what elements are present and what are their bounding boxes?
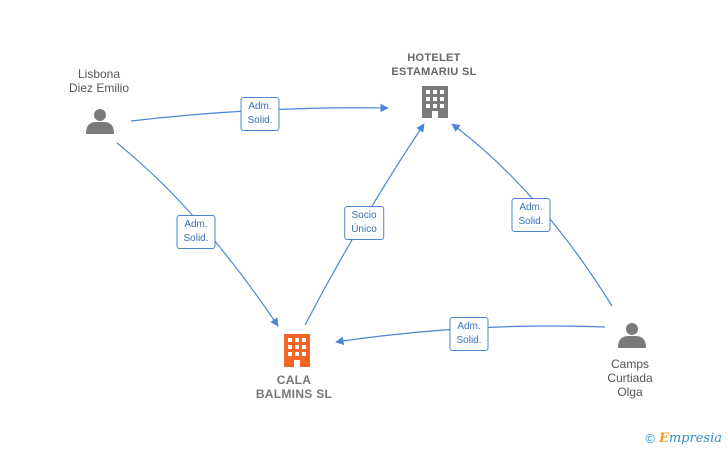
node-name-line: Diez Emilio [68,81,130,95]
copyright-icon: © [645,431,655,446]
edge-label-camps-cala[interactable]: Adm. Solid. [449,317,489,351]
edge-label-camps-hotelet[interactable]: Adm. Solid. [511,198,551,232]
edge-label-line: Solid. [247,115,273,126]
edge-label-lisbona-cala[interactable]: Adm. Solid. [176,215,216,249]
brand-name: mpresia [668,431,722,446]
edge-label-line: Adm. [519,202,543,213]
edge-label-lisbona-hotelet[interactable]: Adm. Solid. [240,97,280,131]
empresia-watermark[interactable]: © Empresia [645,431,722,446]
building-icon-highlighted[interactable] [284,334,310,367]
edge-label-line: Solid. [456,335,482,346]
node-label-lisbona[interactable]: Lisbona Diez Emilio [69,67,129,95]
node-name-line: Curtiada [607,371,653,385]
edge-label-line: Adm. [184,219,208,230]
edge-label-line: Adm. [457,321,481,332]
node-name-line: HOTELET [407,52,461,64]
node-label-camps[interactable]: Camps Curtiada Olga [607,357,652,399]
edge-label-line: Adm. [248,101,272,112]
node-label-hotelet[interactable]: HOTELET ESTAMARIU SL [391,51,476,79]
edge-label-line: Único [351,224,377,235]
node-name-line: ESTAMARIU SL [391,66,477,78]
edge-label-line: Solid. [183,233,209,244]
node-name-line: Olga [617,385,643,399]
edge-label-line: Solid. [518,216,544,227]
node-name-line: CALA [276,373,312,387]
node-name-line: BALMINS SL [255,387,333,401]
person-icon[interactable] [618,323,646,348]
node-label-cala[interactable]: CALA BALMINS SL [256,373,332,401]
edge-label-line: Socio [351,210,377,221]
brand-logo: Empresia [659,431,722,446]
brand-initial: E [658,431,669,446]
node-name-line: Camps [610,357,650,371]
edge-label-cala-hotelet[interactable]: Socio Único [344,206,384,240]
building-icon[interactable] [422,86,448,118]
node-name-line: Lisbona [77,67,121,81]
person-icon[interactable] [86,109,114,134]
